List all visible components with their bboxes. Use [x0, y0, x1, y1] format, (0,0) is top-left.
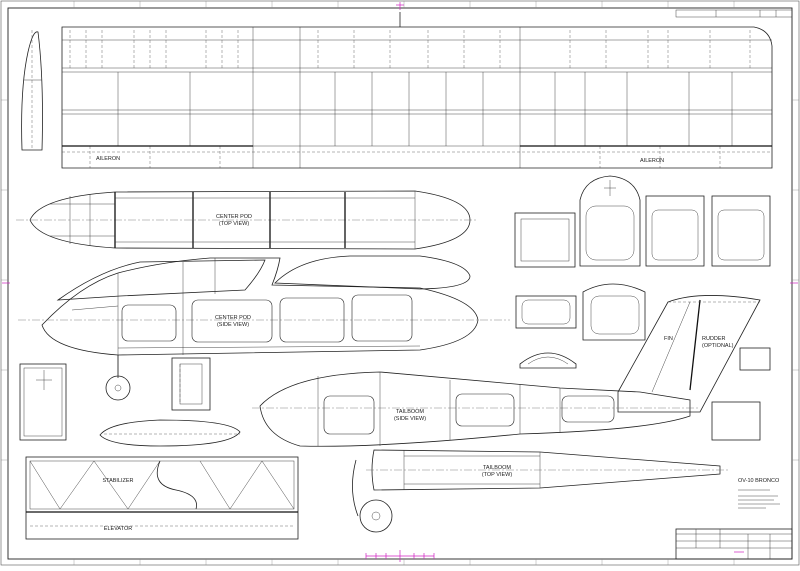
small-parts-left [19, 357, 241, 447]
wing-rib-profile [21, 30, 43, 151]
center-pod-side-sub: (SIDE VIEW) [217, 322, 249, 328]
tailboom-top-view [352, 449, 728, 533]
center-pod-side-view [18, 255, 510, 375]
tailboom-side-view [252, 371, 700, 447]
center-pod-top-view [16, 190, 478, 250]
tailboom-side-label: TAILBOOM [396, 409, 424, 415]
plane-notes [738, 489, 780, 509]
center-pod-top-label: CENTER POD [216, 214, 252, 220]
stabilizer-label: STABILIZER [102, 478, 133, 484]
top-title-block [675, 9, 793, 18]
tailboom-top-sub: (TOP VIEW) [482, 472, 513, 478]
plane-name: OV-10 BRONCO [738, 478, 780, 484]
tailboom-side-sub: (SIDE VIEW) [394, 416, 426, 422]
rudder-sub: (OPTIONAL) [702, 343, 734, 349]
stabilizer-elevator [25, 456, 299, 540]
aileron-left-label: AILERON [96, 156, 120, 162]
center-pod-side-label: CENTER POD [215, 315, 251, 321]
center-pod-top-sub: (TOP VIEW) [219, 221, 250, 227]
aileron-right-label: AILERON [640, 158, 664, 164]
fin-rudder [617, 295, 771, 441]
cockpit-parts [514, 175, 771, 369]
registration-marks [2, 2, 798, 562]
elevator-label: ELEVATOR [104, 526, 132, 532]
fin-label: FIN [664, 336, 673, 342]
nose-wheel [105, 355, 131, 401]
rudder-label: RUDDER [702, 336, 726, 342]
wing-plan [61, 12, 773, 169]
tailboom-top-label: TAILBOOM [483, 465, 511, 471]
title-block [675, 528, 793, 560]
